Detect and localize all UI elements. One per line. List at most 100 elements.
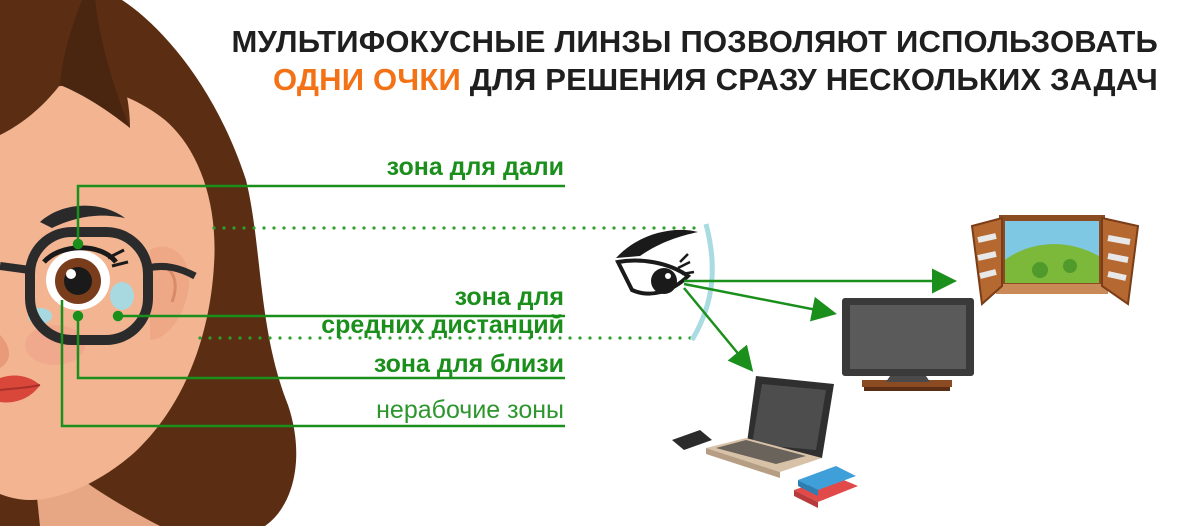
sight-dot [592, 226, 596, 230]
sight-dot [622, 226, 626, 230]
sight-dot [382, 226, 386, 230]
sight-dot [318, 336, 322, 340]
zone-near-label: зона для близи [373, 350, 564, 378]
sight-dot [538, 336, 542, 340]
sight-dot [602, 226, 606, 230]
woman-face-illustration [0, 0, 297, 526]
books-icon [794, 466, 858, 508]
sight-dot [232, 226, 236, 230]
sight-dot [492, 226, 496, 230]
sight-dot [412, 226, 416, 230]
sight-dot [598, 336, 602, 340]
sight-dot [422, 226, 426, 230]
headline-line-2: ОДНИ ОЧКИ ДЛЯ РЕШЕНИЯ СРАЗУ НЕСКОЛЬКИХ З… [273, 62, 1158, 98]
sight-dot [578, 336, 582, 340]
sight-dot [328, 336, 332, 340]
eye-icon [615, 229, 698, 296]
sight-dot [642, 226, 646, 230]
sight-dot [502, 226, 506, 230]
sight-dot [518, 336, 522, 340]
sight-dot [662, 226, 666, 230]
sight-dot [308, 336, 312, 340]
sight-dot [632, 226, 636, 230]
zone-mid-label-line2: средних дистанций [321, 311, 564, 339]
sight-arrows [683, 268, 957, 372]
sight-dot [242, 226, 246, 230]
sight-dot [282, 226, 286, 230]
sight-dot [512, 226, 516, 230]
sight-dot [338, 336, 342, 340]
sight-dot [362, 226, 366, 230]
tv-icon [842, 298, 974, 391]
sight-dot [368, 336, 372, 340]
sight-dot [418, 336, 422, 340]
zone-far-label: зона для дали [386, 153, 564, 181]
sight-dot [342, 226, 346, 230]
sight-dot [198, 336, 202, 340]
sight-dot [522, 226, 526, 230]
phone-icon [672, 430, 712, 450]
sight-dot [372, 226, 376, 230]
sight-dot [458, 336, 462, 340]
sight-dot [378, 336, 382, 340]
sight-dot [568, 336, 572, 340]
sight-dot [618, 336, 622, 340]
sight-dot [542, 226, 546, 230]
sight-dot [348, 336, 352, 340]
sight-dot [652, 226, 656, 230]
sight-dot [218, 336, 222, 340]
sight-dot [572, 226, 576, 230]
headline-rest: ДЛЯ РЕШЕНИЯ СРАЗУ НЕСКОЛЬКИХ ЗАДАЧ [460, 62, 1158, 97]
sight-dot [462, 226, 466, 230]
laptop-icon [706, 376, 834, 478]
sight-dot [402, 226, 406, 230]
sight-dot [668, 336, 672, 340]
sight-dot [488, 336, 492, 340]
sight-dot [528, 336, 532, 340]
window-icon [970, 215, 1140, 307]
sight-dot [548, 336, 552, 340]
sight-dot [588, 336, 592, 340]
sight-dot [638, 336, 642, 340]
sight-dot [248, 336, 252, 340]
sight-dot [262, 226, 266, 230]
sight-dot [562, 226, 566, 230]
sight-dot [212, 226, 216, 230]
headline-line-1: МУЛЬТИФОКУСНЫЕ ЛИНЗЫ ПОЗВОЛЯЮТ ИСПОЛЬЗОВ… [231, 24, 1158, 59]
sight-dot [258, 336, 262, 340]
sight-dot [478, 336, 482, 340]
sight-dot [508, 336, 512, 340]
sight-dot [692, 226, 696, 230]
sight-dot [352, 226, 356, 230]
sight-dot [608, 336, 612, 340]
sight-dot [278, 336, 282, 340]
sight-dot [302, 226, 306, 230]
sight-dot [612, 226, 616, 230]
sight-dot [238, 336, 242, 340]
sight-dot [482, 226, 486, 230]
sight-dot [582, 226, 586, 230]
sight-dot [408, 336, 412, 340]
sight-dot [228, 336, 232, 340]
sight-dot [558, 336, 562, 340]
sight-dot [682, 226, 686, 230]
sight-dot [448, 336, 452, 340]
sight-dot [222, 226, 226, 230]
sight-dot [472, 226, 476, 230]
sight-dot [428, 336, 432, 340]
sight-dot [552, 226, 556, 230]
zone-mid-label-line1: зона для [454, 283, 564, 311]
sight-dot [442, 226, 446, 230]
sight-dot [388, 336, 392, 340]
zone-dead-label: нерабочие зоны [376, 396, 564, 424]
sight-dot [452, 226, 456, 230]
sight-dot [288, 336, 292, 340]
sight-dot [498, 336, 502, 340]
sight-dot [298, 336, 302, 340]
sight-dot [392, 226, 396, 230]
sight-dot [312, 226, 316, 230]
sight-dot [398, 336, 402, 340]
headline-accent: ОДНИ ОЧКИ [272, 62, 461, 97]
sight-dot [208, 336, 212, 340]
